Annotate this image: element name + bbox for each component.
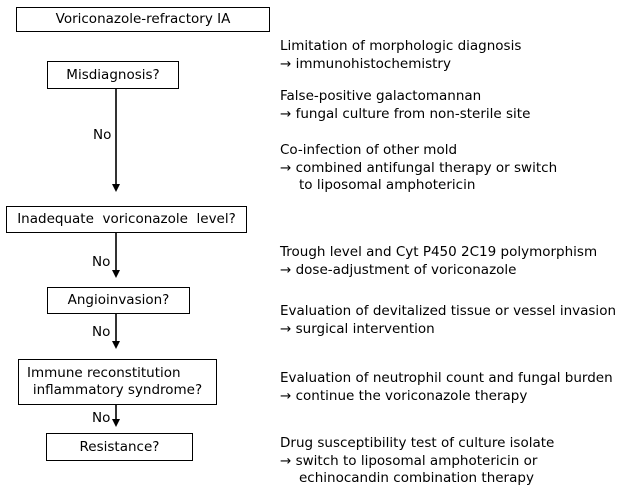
voriconazole-level-box: Inadequate voriconazole level?	[6, 206, 247, 233]
resistance-label: Resistance?	[79, 438, 160, 455]
note-4-line-2: → dose-adjustment of voriconazole	[280, 261, 517, 278]
note-1-line-2: → immunohistochemistry	[280, 55, 451, 72]
note-6-line-1: Evaluation of neutrophil count and funga…	[280, 370, 613, 386]
misdiagnosis-label: Misdiagnosis?	[66, 66, 160, 83]
note-co-infection: Co-infection of other mold → combined an…	[280, 142, 557, 195]
note-6-line-2: → continue the voriconazole therapy	[280, 387, 528, 404]
note-3-line-2: → combined antifungal therapy or switch	[280, 159, 558, 176]
note-galactomannan: False-positive galactomannan → fungal cu…	[280, 88, 530, 123]
no-label-2: No	[92, 254, 111, 270]
note-4-line-1: Trough level and Cyt P450 2C19 polymorph…	[280, 244, 598, 260]
note-trough-level: Trough level and Cyt P450 2C19 polymorph…	[280, 244, 597, 279]
iris-label-line-2: inflammatory syndrome?	[32, 382, 203, 398]
no-label-3: No	[92, 324, 111, 340]
note-neutrophil-count: Evaluation of neutrophil count and funga…	[280, 370, 613, 405]
iris-label-line-1: Immune reconstitution	[27, 365, 181, 381]
note-devitalized-tissue: Evaluation of devitalized tissue or vess…	[280, 303, 616, 338]
start-box: Voriconazole-refractory IA	[16, 7, 270, 32]
note-7-line-3: echinocandin combination therapy	[299, 470, 534, 486]
note-2-line-1: False-positive galactomannan	[280, 88, 482, 104]
note-7-line-2: → switch to liposomal amphotericin or	[280, 452, 538, 469]
start-label: Voriconazole-refractory IA	[55, 11, 231, 27]
note-drug-susceptibility: Drug susceptibility test of culture isol…	[280, 435, 554, 488]
note-5-line-1: Evaluation of devitalized tissue or vess…	[280, 303, 617, 319]
note-morphologic-diagnosis: Limitation of morphologic diagnosis → im…	[280, 38, 521, 73]
no-label-4: No	[92, 410, 111, 426]
note-7-line-1: Drug susceptibility test of culture isol…	[280, 435, 555, 451]
note-1-line-1: Limitation of morphologic diagnosis	[280, 38, 522, 54]
note-3-line-3: to liposomal amphotericin	[299, 177, 476, 193]
no-label-1: No	[93, 127, 112, 143]
note-2-line-2: → fungal culture from non-sterile site	[280, 105, 531, 122]
angioinvasion-box: Angioinvasion?	[47, 287, 190, 314]
angioinvasion-label: Angioinvasion?	[67, 292, 170, 308]
note-5-line-2: → surgical intervention	[280, 320, 435, 337]
iris-box: Immune reconstitution inflammatory syndr…	[18, 359, 217, 405]
resistance-box: Resistance?	[46, 433, 193, 461]
misdiagnosis-box: Misdiagnosis?	[47, 61, 179, 89]
note-3-line-1: Co-infection of other mold	[280, 142, 458, 158]
voriconazole-level-label: Inadequate voriconazole level?	[17, 211, 236, 227]
